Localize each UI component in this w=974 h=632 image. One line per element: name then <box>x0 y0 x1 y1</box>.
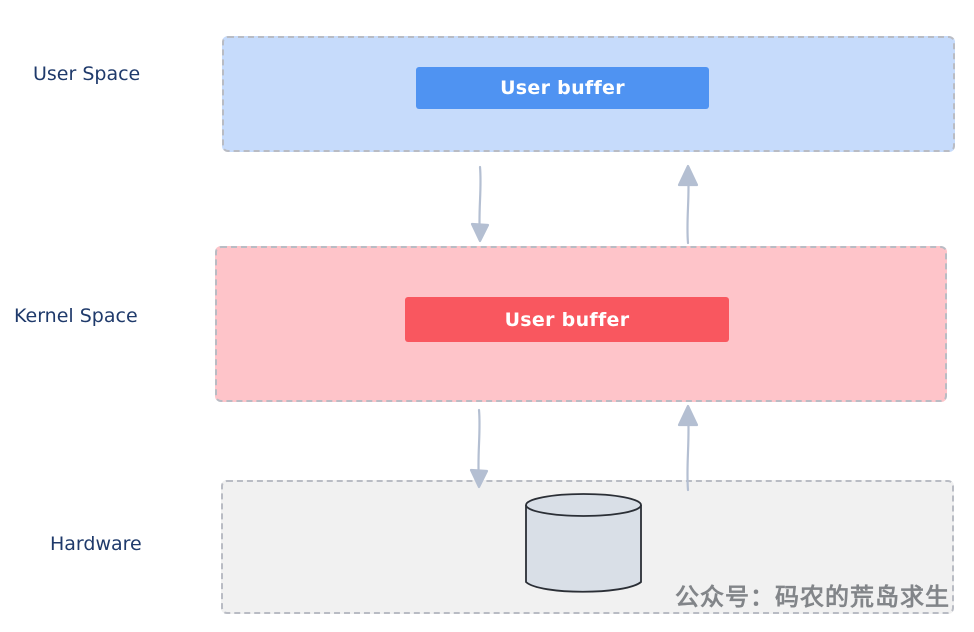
user-space-buffer: User buffer <box>416 67 709 109</box>
disk-cylinder-icon <box>525 493 642 593</box>
kernel-space-buffer: User buffer <box>405 297 729 342</box>
arrow-kernel-to-hardware-head <box>469 468 489 489</box>
arrow-user-to-kernel-head <box>470 222 490 243</box>
arrow-kernel-to-user-head <box>677 164 699 187</box>
hardware-label: Hardware <box>50 533 142 555</box>
user-space-label: User Space <box>33 63 141 85</box>
arrow-hardware-to-kernel-head <box>677 404 699 427</box>
watermark: 公众号：码农的荒岛求生 <box>675 583 950 611</box>
kernel-space-label: Kernel Space <box>14 305 138 327</box>
